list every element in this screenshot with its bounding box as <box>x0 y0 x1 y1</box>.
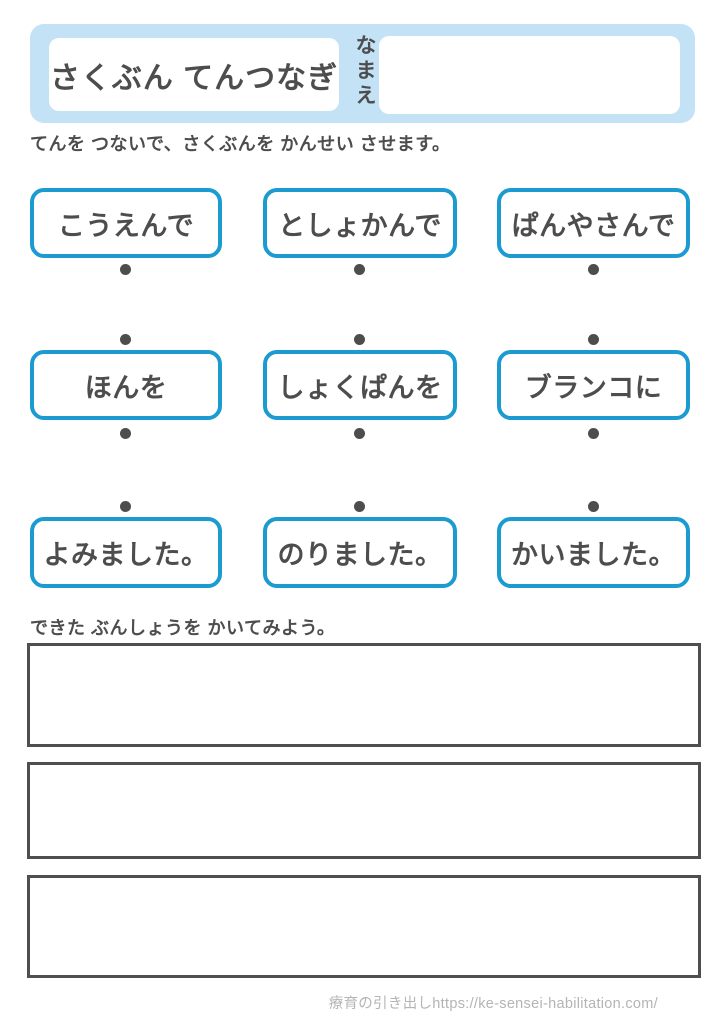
page-title: さくぶん てんつなぎ <box>49 38 339 111</box>
connection-dot[interactable] <box>588 428 599 439</box>
word-box-object-1: ほんを <box>30 350 222 420</box>
word-box-verb-1: よみました。 <box>30 517 222 588</box>
connection-dot[interactable] <box>120 264 131 275</box>
connection-dot[interactable] <box>354 501 365 512</box>
name-input-field[interactable] <box>379 36 680 114</box>
instruction-write: できた ぶんしょうを かいてみよう。 <box>30 618 336 638</box>
header-band: さくぶん てんつなぎ なまえ <box>30 24 695 123</box>
connection-dot[interactable] <box>354 264 365 275</box>
name-field-label: なまえ <box>353 34 376 109</box>
writing-area-2[interactable] <box>27 762 701 859</box>
connection-dot[interactable] <box>354 428 365 439</box>
connection-dot[interactable] <box>588 501 599 512</box>
word-box-object-3: ブランコに <box>497 350 690 420</box>
word-box-verb-3: かいました。 <box>497 517 690 588</box>
footer-credit: 療育の引き出しhttps://ke-sensei-habilitation.co… <box>328 996 658 1012</box>
writing-area-3[interactable] <box>27 875 701 978</box>
word-box-object-2: しょくぱんを <box>263 350 457 420</box>
connection-dot[interactable] <box>120 428 131 439</box>
word-box-place-1: こうえんで <box>30 188 222 258</box>
word-box-verb-2: のりました。 <box>263 517 457 588</box>
connection-dot[interactable] <box>588 334 599 345</box>
connection-dot[interactable] <box>354 334 365 345</box>
instruction-connect: てんを つないで、さくぶんを かんせい させます。 <box>30 134 451 154</box>
connection-dot[interactable] <box>120 501 131 512</box>
word-box-place-2: としょかんで <box>263 188 457 258</box>
connection-dot[interactable] <box>588 264 599 275</box>
writing-area-1[interactable] <box>27 643 701 747</box>
page-title-text: さくぶん てんつなぎ <box>49 61 339 95</box>
word-box-place-3: ぱんやさんで <box>497 188 690 258</box>
connection-dot[interactable] <box>120 334 131 345</box>
